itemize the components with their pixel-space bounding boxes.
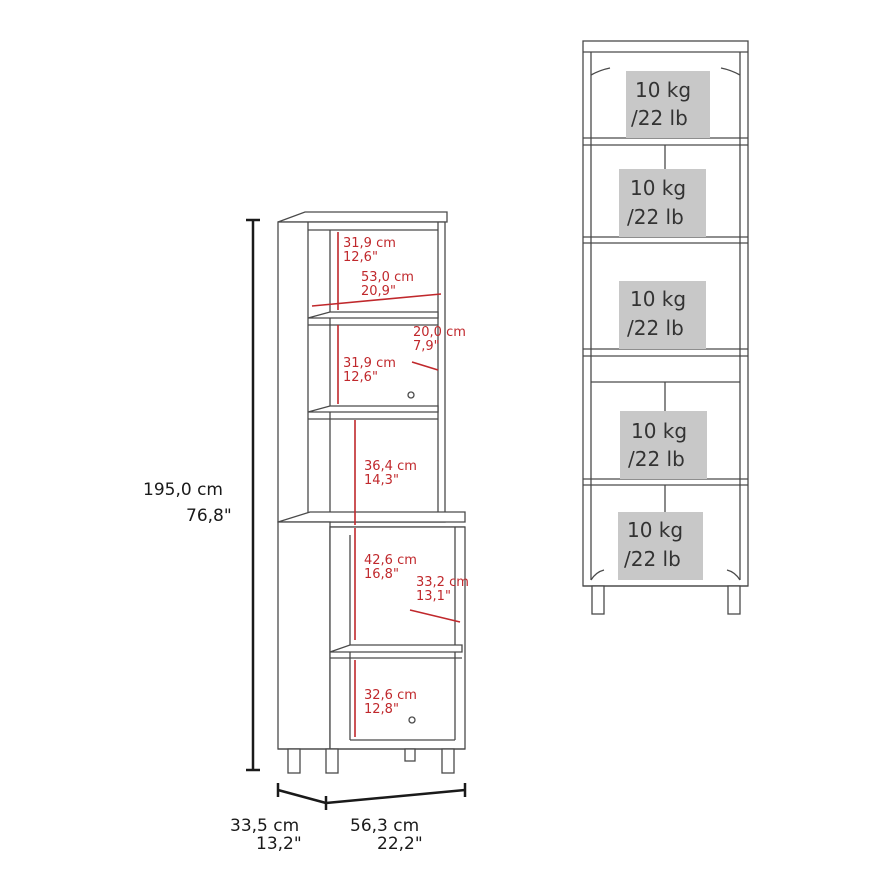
depth-cm-label: 33,5 cm <box>230 816 299 836</box>
front-leg-left <box>591 585 605 615</box>
load-3-kg: 10 kg <box>630 287 686 311</box>
inner-dim-1-in: 12,6" <box>343 250 378 265</box>
inner-dim-6-cm: 42,6 cm <box>364 553 417 568</box>
inner-dim-4-cm: 31,9 cm <box>343 356 396 371</box>
width-in-label: 22,2" <box>377 834 423 854</box>
width-cm-label: 56,3 cm <box>350 816 419 836</box>
shelf-1 <box>307 311 439 319</box>
load-box-5: 10 kg /22 lb <box>618 512 703 580</box>
inner-dim-1-cm: 31,9 cm <box>343 236 396 251</box>
inner-dim-5-in: 14,3" <box>364 473 399 488</box>
shelf-2 <box>307 405 439 413</box>
load-5-kg: 10 kg <box>627 518 683 542</box>
load-box-2: 10 kg /22 lb <box>619 169 706 237</box>
inner-dim-3-in: 7,9" <box>413 339 440 354</box>
base-shelf <box>329 644 463 653</box>
load-box-1: 10 kg /22 lb <box>626 71 710 138</box>
inner-dim-8-in: 12,8" <box>364 702 399 717</box>
depth-dim-line <box>277 788 327 805</box>
overall-dimension-lines <box>246 218 467 810</box>
load-1-kg: 10 kg <box>635 78 691 102</box>
leg-front-right <box>325 748 339 774</box>
inner-dim-2-cm: 53,0 cm <box>361 270 414 285</box>
hutch-top <box>277 211 448 223</box>
left-cabinet-drawing <box>277 211 466 774</box>
load-4-lb: /22 lb <box>628 447 685 471</box>
load-5-lb: /22 lb <box>624 547 681 571</box>
inner-dim-8-cm: 32,6 cm <box>364 688 417 703</box>
load-2-kg: 10 kg <box>630 176 686 200</box>
load-box-4: 10 kg /22 lb <box>620 411 707 479</box>
hutch-front-edge <box>277 221 446 523</box>
leg-back-left <box>404 748 416 762</box>
inner-dimension-lines <box>311 232 461 737</box>
leg-back-right <box>441 748 455 774</box>
base-cabinet <box>277 521 331 750</box>
inner-dim-5-cm: 36,4 cm <box>364 459 417 474</box>
load-2-lb: /22 lb <box>627 205 684 229</box>
inner-dim-4-in: 12,6" <box>343 370 378 385</box>
inner-dim-3-cm: 20,0 cm <box>413 325 466 340</box>
depth-in-label: 13,2" <box>256 834 302 854</box>
height-in-label: 76,8" <box>186 506 232 526</box>
load-3-lb: /22 lb <box>627 316 684 340</box>
width-dim-line <box>325 788 466 805</box>
load-box-3: 10 kg /22 lb <box>619 281 706 349</box>
inner-dim-6-in: 16,8" <box>364 567 399 582</box>
front-leg-right <box>727 585 741 615</box>
leg-front-left <box>287 748 301 774</box>
height-cm-label: 195,0 cm <box>143 480 223 500</box>
load-1-lb: /22 lb <box>631 106 688 130</box>
counter-top <box>277 511 466 523</box>
load-4-kg: 10 kg <box>631 419 687 443</box>
inner-dim-2-in: 20,9" <box>361 284 396 299</box>
inner-dim-7-cm: 33,2 cm <box>416 575 469 590</box>
inner-dim-7-in: 13,1" <box>416 589 451 604</box>
